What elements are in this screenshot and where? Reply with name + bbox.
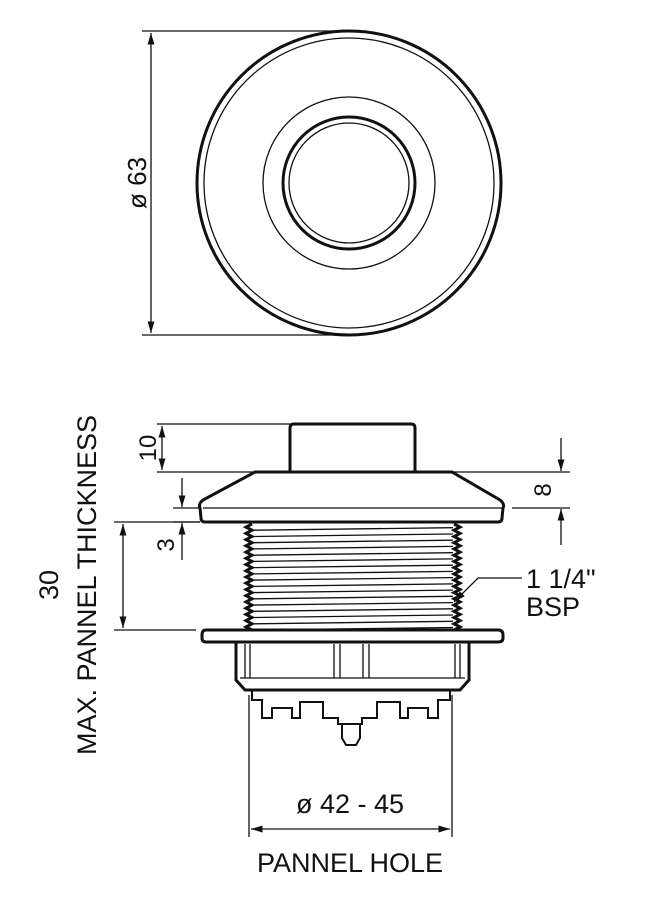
thread-line <box>252 620 454 625</box>
thread-label-size: 1 1/4" <box>526 564 596 594</box>
thread-line <box>252 570 454 575</box>
thread-line <box>252 558 454 563</box>
side-view: 10 3 30 MAX. PANNEL THICKNESS 8 1 1/4" B… <box>34 415 596 878</box>
diameter-label: ø 63 <box>122 157 152 209</box>
panel-thickness-value: 30 <box>34 570 64 600</box>
thread-line <box>252 614 454 619</box>
lock-nut-body <box>234 642 471 692</box>
thread-label-type: BSP <box>526 592 580 622</box>
thread-line <box>252 527 454 531</box>
thread-profile-right <box>450 522 464 632</box>
hole-label: PANNEL HOLE <box>257 848 443 878</box>
threaded-body <box>242 522 464 632</box>
thread-line <box>252 583 454 588</box>
cap-height-label: 8 <box>530 483 557 496</box>
middle-ring <box>262 96 436 270</box>
thread-line <box>252 552 454 556</box>
knob-height-label: 10 <box>135 435 162 462</box>
thread-leader <box>453 577 522 603</box>
thread-line <box>252 539 454 544</box>
thread-line <box>252 608 454 612</box>
bottom-teeth <box>251 690 451 725</box>
outer-rim-inner-edge <box>203 37 495 329</box>
thread-line <box>252 576 454 581</box>
cap-flange <box>197 470 506 524</box>
button-knob <box>288 422 417 472</box>
thread-line <box>252 595 454 600</box>
panel-thickness-label: MAX. PANNEL THICKNESS <box>72 415 102 755</box>
top-view: ø 63 <box>122 29 503 337</box>
thread-line <box>252 564 454 569</box>
thread-line <box>252 533 454 538</box>
outer-rim <box>195 29 503 337</box>
nut-ribs <box>240 644 465 679</box>
thread-line <box>252 601 454 606</box>
air-nozzle <box>341 724 361 746</box>
thread-profile-left <box>242 522 256 632</box>
flange-thickness-label: 3 <box>153 538 180 551</box>
thread-line <box>252 545 454 550</box>
thread-line <box>252 589 454 594</box>
hole-diameter-label: ø 42 - 45 <box>296 789 404 819</box>
button-outer <box>281 115 417 251</box>
button-inner <box>288 122 410 244</box>
lock-nut-flange <box>200 628 505 644</box>
